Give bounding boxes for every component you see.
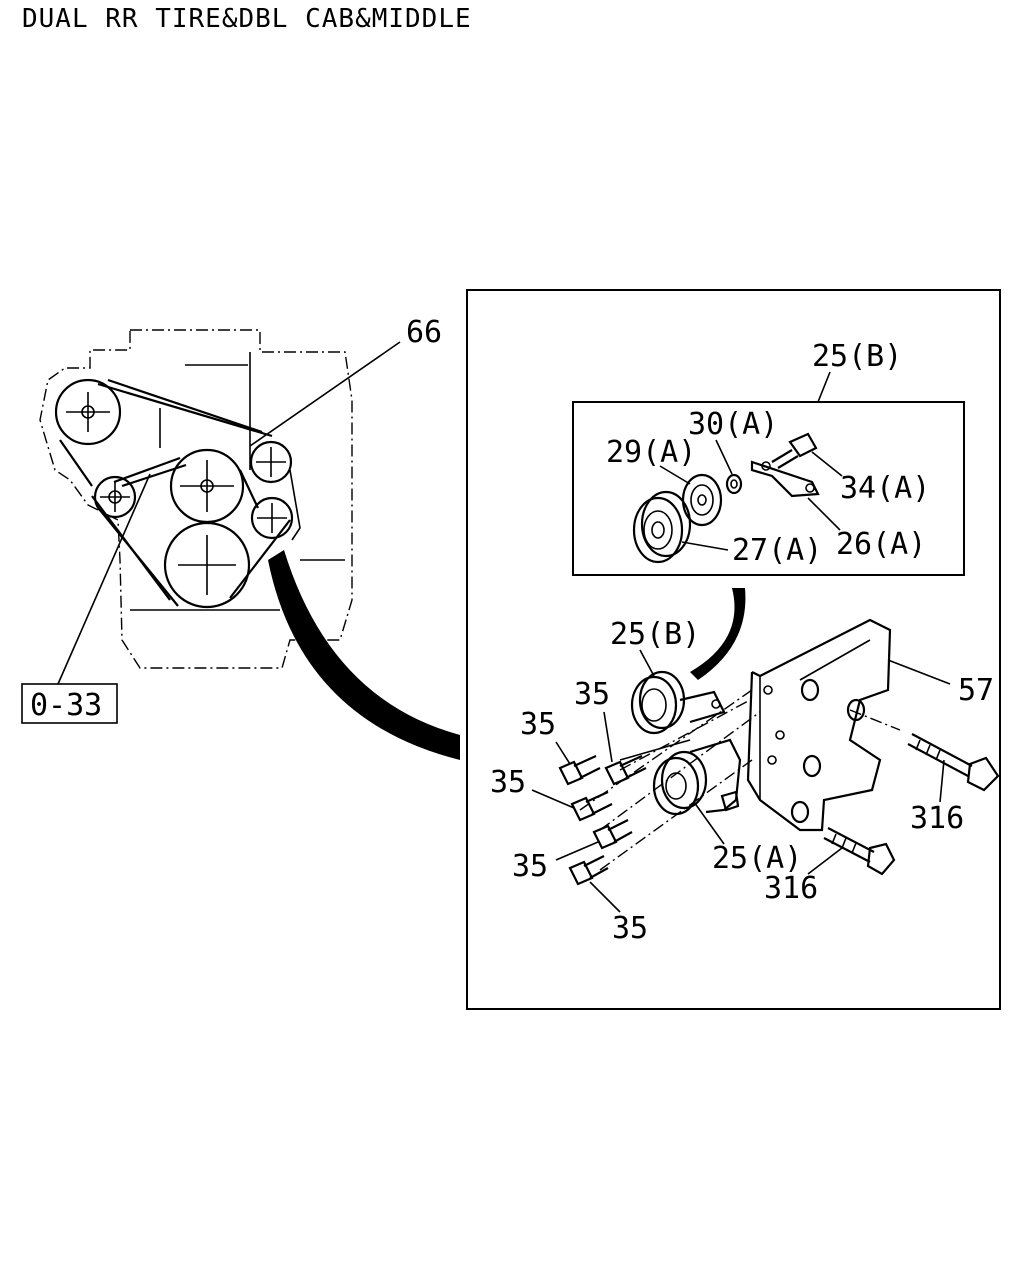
- washer-30a-label: 30(A): [688, 407, 778, 442]
- sub-detail-arrow-icon: [690, 588, 746, 680]
- bolt-35-label: 35: [520, 707, 556, 742]
- bolt-35-icon: [570, 790, 613, 822]
- bracket-26a-icon: [750, 460, 820, 498]
- belt-leader-line: [249, 341, 401, 447]
- idler-assy-b-label: 25(B): [610, 617, 700, 652]
- bolt-34a-icon: [771, 432, 818, 469]
- detail-arrow-icon: [268, 550, 460, 760]
- bolt-316-label: 316: [764, 871, 818, 906]
- belt-part-number: 66: [406, 315, 442, 350]
- assy-b-detail-label: 25(B): [812, 339, 902, 374]
- idler-assy-b-icon: [630, 670, 726, 735]
- bracket-26a-label: 26(A): [836, 527, 926, 562]
- detail-frame: [466, 289, 1001, 1010]
- bolt-35-label: 35: [512, 849, 548, 884]
- bolt-35-label: 35: [574, 677, 610, 712]
- engine-front-view: [39, 329, 353, 669]
- tensioner-assy-a-label: 25(A): [712, 841, 802, 876]
- bolt-34a-label: 34(A): [840, 471, 930, 506]
- ref-box-label: 0-33: [30, 688, 102, 723]
- diagram-title: DUAL RR TIRE&DBL CAB&MIDDLE: [22, 4, 472, 34]
- bolt-316-icon: [907, 733, 1000, 792]
- bracket-57-label: 57: [958, 673, 994, 708]
- pulley-27a-icon: [632, 490, 692, 564]
- ref-leader-line: [57, 473, 151, 685]
- ref-box: [21, 683, 118, 724]
- bolt-35-icon: [604, 754, 647, 786]
- bolt-35-icon: [592, 819, 633, 850]
- assy-b-detail-leader: [817, 371, 831, 403]
- washer-30a-icon: [725, 473, 743, 495]
- assy-b-exploded-box: [572, 401, 965, 576]
- bolt-35-icon: [558, 754, 601, 786]
- tensioner-assy-a-icon: [619, 738, 742, 816]
- pulley-27a-label: 27(A): [732, 533, 822, 568]
- bolt-35-icon: [568, 855, 609, 886]
- pulley-29a-icon: [681, 473, 723, 527]
- pulley-29a-label: 29(A): [606, 435, 696, 470]
- bolt-35-label: 35: [612, 911, 648, 946]
- bolt-316-icon: [823, 827, 896, 876]
- bolt-316-label: 316: [910, 801, 964, 836]
- bolt-35-label: 35: [490, 765, 526, 800]
- bracket-57-icon: [746, 618, 892, 832]
